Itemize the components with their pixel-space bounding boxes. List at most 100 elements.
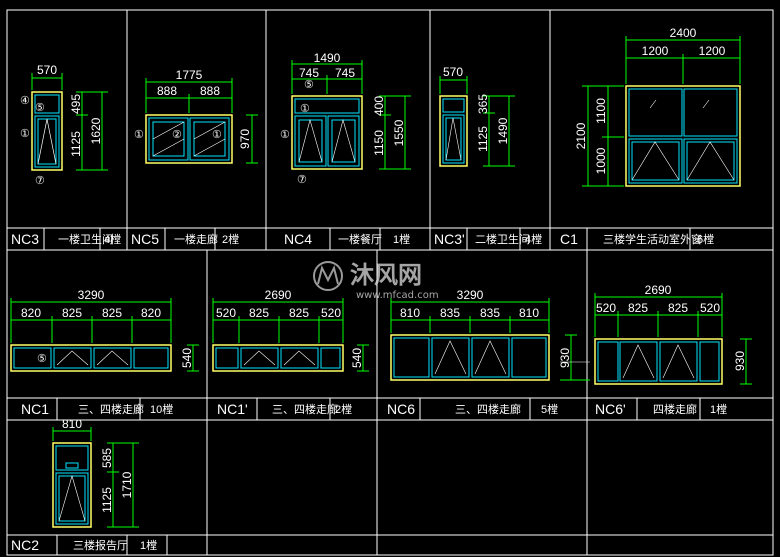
nc6p-code: NC6' (595, 401, 626, 417)
nc3-total-height: 1620 (89, 117, 103, 144)
middle-row-titles: NC1 三、四楼走廊 10樘 NC1' 三、四楼走廊 2樘 NC6 三、四楼走廊… (21, 401, 727, 417)
nc3-marker-2: ⑤ (35, 102, 45, 114)
nc3-marker-4: ⑦ (35, 175, 45, 187)
nc2-total-height: 1710 (120, 471, 134, 498)
nc6p-width-3: 825 (668, 301, 688, 315)
nc1-qty: 10樘 (150, 402, 173, 416)
nc6-width-1: 810 (400, 306, 420, 320)
nc1p-width: 2690 (265, 288, 292, 302)
window-nc5: 1775 888 888 970 ① ② ① (134, 68, 258, 164)
c1-height-bottom: 1000 (594, 147, 608, 174)
nc1-width-4: 820 (141, 306, 161, 320)
nc4-qty: 1樘 (393, 232, 410, 246)
top-row-titles: NC3 一楼卫生间 4樘 NC5 一楼走廊 2樘 NC4 一楼餐厅 1樘 NC3… (11, 231, 714, 247)
nc4-width-1: 745 (299, 66, 319, 80)
nc6-location: 三、四楼走廊 (455, 402, 521, 416)
nc3p-height-bottom: 1125 (476, 126, 490, 152)
nc2-code: NC2 (11, 537, 39, 553)
nc6-width: 3290 (457, 288, 484, 302)
nc3-code: NC3 (11, 231, 39, 247)
nc4-location: 一楼餐厅 (338, 232, 382, 246)
watermark-url: www.mfcad.com (356, 290, 439, 301)
c1-code: C1 (560, 231, 578, 247)
nc1-marker-1: ⑤ (37, 353, 47, 365)
nc4-height-top: 400 (372, 96, 386, 116)
nc4-marker-1: ⑤ (304, 79, 314, 91)
nc1p-width-2: 825 (249, 306, 269, 320)
window-c1: 2400 1200 1200 2100 1100 1000 (574, 26, 741, 187)
nc3-width: 570 (37, 63, 57, 77)
nc6p-location: 四楼走廊 (653, 402, 697, 416)
sheet-grid (6, 9, 774, 556)
window-nc3: 570 495 1125 1620 ④ ⑤ ① ⑦ (20, 63, 108, 187)
nc1p-width-1: 520 (216, 306, 236, 320)
bottom-row-titles: NC2 三楼报告厅 1樘 (11, 537, 157, 553)
nc6-code: NC6 (387, 401, 415, 417)
window-nc2: 810 585 1125 1710 (52, 417, 139, 528)
nc5-marker-1: ① (134, 129, 144, 141)
nc5-width-2: 888 (200, 84, 220, 98)
nc3-marker-3: ① (20, 128, 30, 140)
nc1p-total-height: 540 (350, 348, 364, 368)
nc5-total-height: 970 (238, 129, 252, 149)
nc1p-qty: 2樘 (335, 402, 352, 416)
nc1-code: NC1 (21, 401, 49, 417)
c1-width-2: 1200 (699, 44, 726, 58)
nc5-code: NC5 (131, 231, 159, 247)
nc3p-code: NC3' (434, 231, 465, 247)
nc1-width-1: 820 (21, 306, 41, 320)
nc4-code: NC4 (284, 231, 312, 247)
nc1-width: 3290 (78, 288, 105, 302)
nc3-marker-1: ④ (20, 95, 30, 107)
nc4-height-bottom: 1150 (372, 130, 386, 156)
nc6-qty: 5樘 (541, 402, 558, 416)
nc4-width-2: 745 (335, 66, 355, 80)
nc2-height-top: 585 (100, 448, 114, 468)
nc5-marker-2: ② (172, 129, 182, 141)
nc3-qty: 4樘 (104, 232, 121, 246)
nc3p-total-height: 1490 (496, 117, 510, 144)
nc1p-width-3: 825 (289, 306, 309, 320)
nc3p-width: 570 (443, 65, 463, 79)
nc5-width-1: 888 (157, 84, 177, 98)
nc3p-location: 二楼卫生间 (475, 232, 530, 246)
window-nc6-prime: 2690 520 825 825 520 930 (594, 283, 752, 385)
window-nc1: 3290 820 825 825 820 540 ⑤ (10, 288, 199, 372)
nc4-width: 1490 (314, 51, 341, 65)
window-nc4: 1490 745 745 400 1150 1550 ⑤ ① ① ⑦ (280, 51, 411, 186)
nc4-marker-2: ① (300, 103, 310, 115)
nc6p-width-2: 825 (628, 301, 648, 315)
nc2-location: 三楼报告厅 (73, 538, 128, 552)
nc3p-height-top: 365 (476, 94, 490, 114)
nc2-height-bottom: 1125 (100, 487, 114, 513)
nc3-location: 一楼卫生间 (58, 232, 113, 246)
nc6p-width-4: 520 (700, 301, 720, 315)
c1-total-height: 2100 (574, 122, 588, 149)
nc6p-width: 2690 (645, 283, 672, 297)
nc5-width: 1775 (176, 68, 203, 82)
watermark: 沐风网 www.mfcad.com (313, 261, 439, 301)
nc4-marker-4: ⑦ (297, 174, 307, 186)
nc6-width-3: 835 (480, 306, 500, 320)
c1-width: 2400 (670, 26, 697, 40)
c1-qty: 6樘 (697, 232, 714, 246)
window-nc1-prime: 2690 520 825 825 520 540 (212, 288, 369, 372)
c1-location: 三楼学生活动室外窗 (603, 232, 702, 246)
nc5-qty: 2樘 (222, 232, 239, 246)
nc6p-total-height: 930 (733, 351, 747, 371)
nc5-location: 一楼走廊 (174, 232, 218, 246)
c1-height-top: 1100 (594, 98, 608, 124)
watermark-brand: 沐风网 (350, 261, 422, 289)
nc3-height-top: 495 (69, 94, 83, 114)
nc2-width: 810 (62, 417, 82, 431)
nc1p-code: NC1' (217, 401, 248, 417)
nc5-marker-3: ① (212, 129, 222, 141)
nc4-total-height: 1550 (392, 119, 406, 146)
nc1-width-2: 825 (62, 306, 82, 320)
nc3-height-bottom: 1125 (69, 131, 83, 157)
c1-width-1: 1200 (642, 44, 669, 58)
nc1-total-height: 540 (180, 348, 194, 368)
nc6p-width-1: 520 (596, 301, 616, 315)
window-nc6: 3290 810 835 835 810 930 (390, 288, 590, 381)
